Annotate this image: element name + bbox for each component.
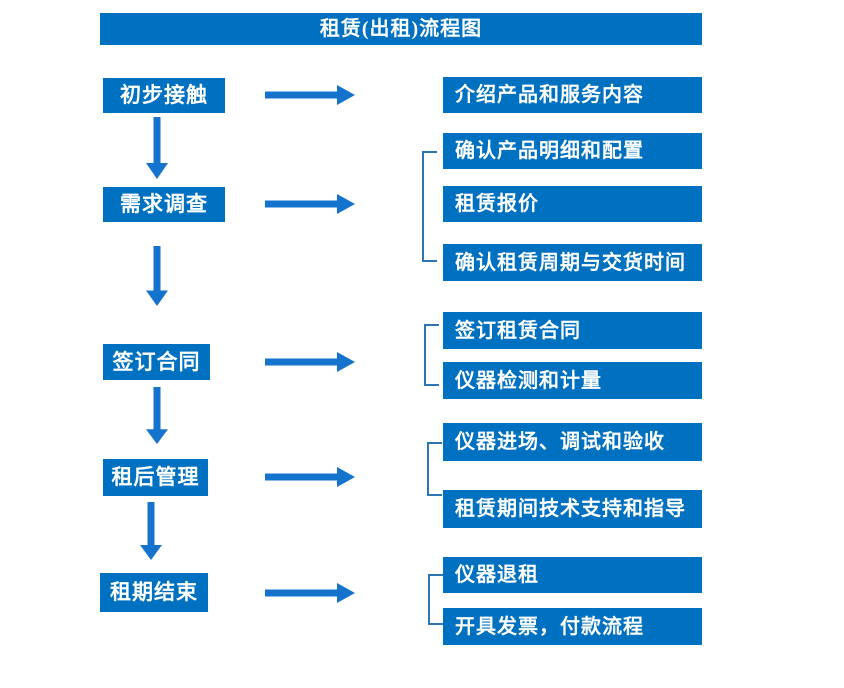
step-box-initial-contact: 初步接触 — [103, 78, 225, 113]
group-bracket-post-rental — [427, 442, 442, 496]
detail-box-instrument-testing: 仪器检测和计量 — [443, 362, 702, 399]
group-bracket-demand-survey — [422, 151, 437, 262]
detail-box-introduce-products: 介绍产品和服务内容 — [443, 77, 702, 113]
group-bracket-sign-contract — [424, 324, 439, 386]
detail-box-tech-support: 租赁期间技术支持和指导 — [443, 490, 702, 528]
arrow-right-icon-5 — [265, 583, 355, 603]
detail-box-instrument-setup-acceptance: 仪器进场、调试和验收 — [443, 423, 702, 461]
arrow-down-icon-1 — [146, 117, 168, 179]
detail-box-confirm-period-delivery: 确认租赁周期与交货时间 — [443, 244, 702, 281]
arrow-right-icon-1 — [265, 85, 355, 105]
arrow-right-icon-4 — [265, 467, 355, 487]
arrow-down-icon-2 — [146, 246, 168, 306]
arrow-right-icon-2 — [265, 194, 355, 214]
detail-box-invoice-payment: 开具发票，付款流程 — [443, 608, 702, 645]
detail-box-confirm-details-config: 确认产品明细和配置 — [443, 133, 702, 169]
step-box-post-rental-management: 租后管理 — [103, 459, 208, 496]
step-box-rental-end: 租期结束 — [100, 573, 208, 612]
detail-box-sign-rental-contract: 签订租赁合同 — [443, 312, 702, 349]
detail-box-rental-quote: 租赁报价 — [443, 186, 702, 222]
group-bracket-rental-end — [428, 574, 443, 625]
detail-box-instrument-return: 仪器退租 — [443, 557, 702, 593]
step-box-sign-contract: 签订合同 — [103, 344, 210, 380]
arrow-down-icon-3 — [146, 387, 168, 444]
step-box-demand-survey: 需求调查 — [103, 187, 225, 222]
arrow-right-icon-3 — [265, 352, 355, 372]
flowchart-title: 租赁(出租)流程图 — [100, 13, 702, 45]
arrow-down-icon-4 — [140, 502, 162, 560]
